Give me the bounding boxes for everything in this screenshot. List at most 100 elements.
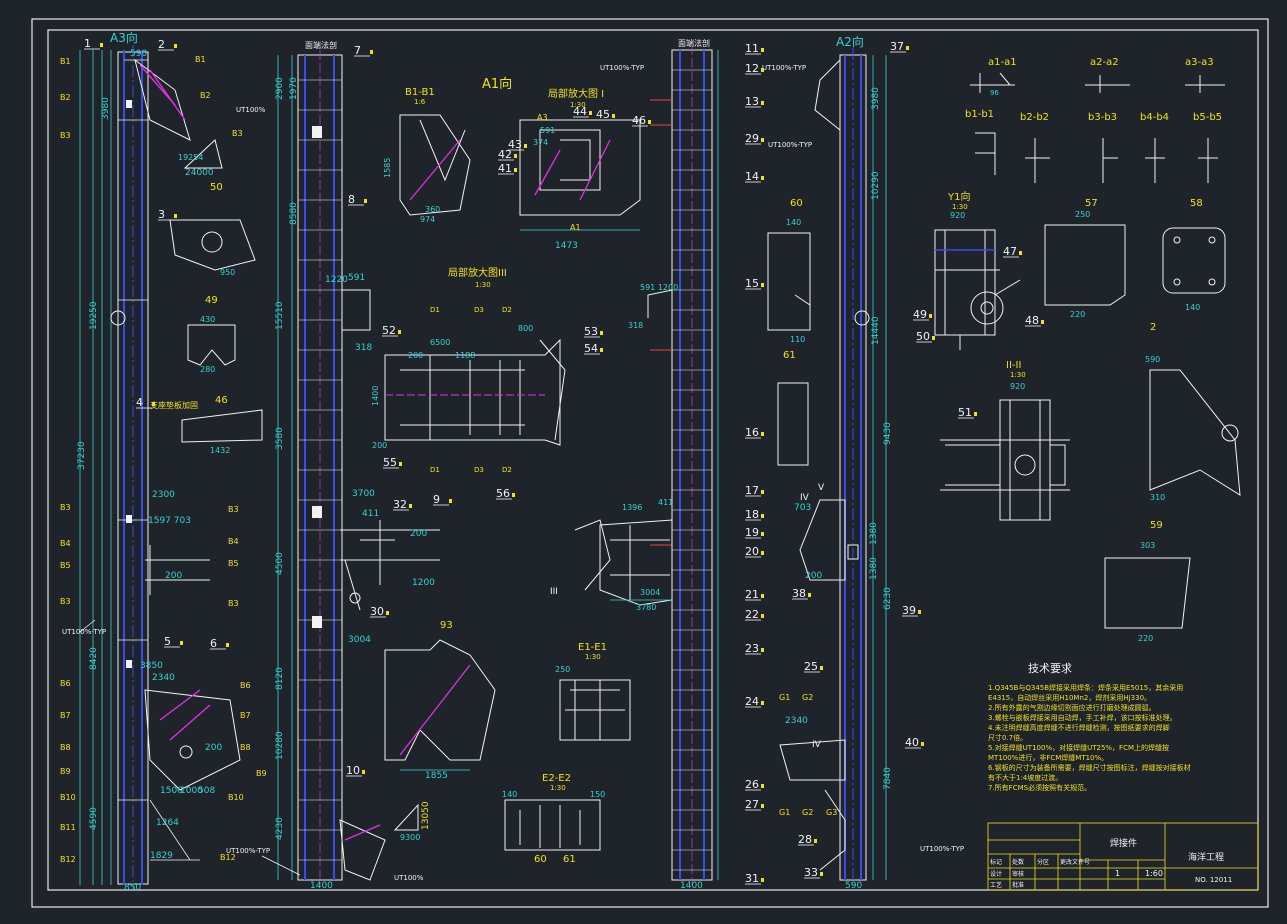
svg-text:61: 61 xyxy=(783,350,796,361)
svg-text:B2: B2 xyxy=(60,93,71,102)
balloon-marker-45 xyxy=(612,114,615,118)
part-59: 59 303 220 xyxy=(1104,520,1191,643)
svg-text:1970: 1970 xyxy=(289,77,299,100)
balloon-marker-8 xyxy=(364,199,367,203)
dim-3980-left: 3980 xyxy=(101,97,111,120)
dim-7840: 7840 xyxy=(883,767,893,790)
balloon-3: 3 xyxy=(158,208,165,221)
svg-text:有不大于1:4坡度过渡。: 有不大于1:4坡度过渡。 xyxy=(988,773,1062,782)
dim-3004-center: 3004 xyxy=(640,588,660,597)
svg-text:200: 200 xyxy=(805,571,822,581)
balloon-marker-46 xyxy=(648,120,651,124)
svg-text:200: 200 xyxy=(165,571,182,581)
balloon-50: 50 xyxy=(916,330,930,343)
svg-text:MT100%进行，非FCM焊缝MT10%。: MT100%进行，非FCM焊缝MT10%。 xyxy=(988,753,1108,762)
part-46: 46 1432 xyxy=(181,395,263,455)
dim-37230: 37230 xyxy=(77,441,87,470)
svg-text:200: 200 xyxy=(410,529,427,539)
balloon-8: 8 xyxy=(348,193,355,206)
balloon-55: 55 xyxy=(383,456,397,469)
weld-note-top: UT100%-TYP xyxy=(600,64,644,72)
balloon-marker-7 xyxy=(370,50,373,54)
balloon-marker-37 xyxy=(906,46,909,50)
svg-text:50: 50 xyxy=(210,182,223,193)
svg-text:UT100%-TYP: UT100%-TYP xyxy=(762,64,806,72)
svg-text:a2-a2: a2-a2 xyxy=(1090,57,1119,68)
svg-text:140: 140 xyxy=(786,218,801,227)
view-face-left-column: 面端法剖 2900 1970 8580 15510 3580 4500 8120… xyxy=(226,40,440,891)
dim-3780: 3780 xyxy=(636,603,656,612)
dim-850: 850 xyxy=(124,883,141,893)
balloon-11: 11 xyxy=(745,42,759,55)
dim-9430: 9430 xyxy=(883,422,893,445)
dim-8420: 8420 xyxy=(89,647,99,670)
balloon-48: 48 xyxy=(1025,314,1039,327)
svg-text:支座垫板加固: 支座垫板加固 xyxy=(150,400,198,410)
balloon-marker-4 xyxy=(152,402,155,406)
detail-1: 局部放大图 I 1:30 1473 591 374 A1 A3 xyxy=(519,87,641,251)
svg-text:5.对接焊缝UT100%，对接焊缝UT25%，FCM上的焊缝: 5.对接焊缝UT100%，对接焊缝UT25%，FCM上的焊缝按 xyxy=(988,743,1169,752)
balloon-marker-30 xyxy=(386,611,389,615)
balloon-28: 28 xyxy=(798,833,812,846)
svg-text:800: 800 xyxy=(518,324,533,333)
part-61: 61 xyxy=(777,350,809,466)
svg-text:57: 57 xyxy=(1085,198,1098,209)
weld-note-left: UT100%-TYP xyxy=(62,628,106,636)
svg-text:B12: B12 xyxy=(60,855,76,864)
balloon-24: 24 xyxy=(745,695,759,708)
svg-text:1000: 1000 xyxy=(180,786,203,796)
svg-text:局部放大图 I: 局部放大图 I xyxy=(548,87,604,100)
balloon-15: 15 xyxy=(745,277,759,290)
svg-text:250: 250 xyxy=(555,665,570,674)
part-triangle-24000: 24000 19254 xyxy=(178,139,223,178)
balloon-marker-16 xyxy=(761,432,764,436)
balloon-12: 12 xyxy=(745,62,759,75)
svg-text:360: 360 xyxy=(425,205,440,214)
svg-text:1:30: 1:30 xyxy=(585,653,601,661)
dim-950: 950 xyxy=(220,268,235,277)
svg-text:D3: D3 xyxy=(474,466,484,474)
svg-text:140: 140 xyxy=(1185,303,1200,312)
view-e2e2: E2-E2 1:30 60 61 140 150 xyxy=(502,773,605,865)
balloon-16: 16 xyxy=(745,426,759,439)
svg-text:703: 703 xyxy=(794,503,811,513)
svg-text:508: 508 xyxy=(198,786,215,796)
svg-text:G2: G2 xyxy=(802,808,813,817)
svg-text:411: 411 xyxy=(362,509,379,519)
svg-text:1380: 1380 xyxy=(869,522,879,545)
balloon-marker-48 xyxy=(1041,320,1044,324)
svg-text:318: 318 xyxy=(628,321,643,330)
svg-text:IV: IV xyxy=(800,493,810,503)
svg-text:303: 303 xyxy=(1140,541,1155,550)
svg-text:UT100%: UT100% xyxy=(394,874,424,882)
balloon-marker-6 xyxy=(226,643,229,647)
svg-text:2: 2 xyxy=(1150,322,1156,333)
balloon-43: 43 xyxy=(508,138,522,151)
svg-text:13050: 13050 xyxy=(421,801,431,830)
balloon-53: 53 xyxy=(584,325,598,338)
svg-text:B10: B10 xyxy=(60,793,76,802)
balloon-marker-56 xyxy=(512,493,515,497)
dim-1432: 1432 xyxy=(210,446,230,455)
svg-text:430: 430 xyxy=(200,315,215,324)
svg-text:处数: 处数 xyxy=(1012,858,1024,866)
part-49: 49 280 430 xyxy=(187,295,236,374)
svg-text:b3-b3: b3-b3 xyxy=(1088,112,1117,123)
svg-text:分区: 分区 xyxy=(1037,858,1049,866)
view-a2-column: A2向 3980 10290 14440 9430 6230 7840 1380… xyxy=(762,34,964,891)
part-13050-triangle: 9300 13050 xyxy=(393,801,431,842)
part-2-gusset: 2 590 310 xyxy=(1145,322,1241,502)
dim-4500: 4500 xyxy=(275,552,285,575)
balloon-44: 44 xyxy=(573,105,587,118)
svg-text:B1: B1 xyxy=(60,57,71,66)
drawing-name: 焊接件 xyxy=(1110,837,1137,849)
svg-text:UT100%: UT100% xyxy=(236,106,266,114)
svg-text:Y1向: Y1向 xyxy=(947,190,970,203)
balloon-marker-3 xyxy=(174,214,177,218)
svg-text:B5: B5 xyxy=(60,561,71,570)
svg-text:1380: 1380 xyxy=(869,557,879,580)
dim-19250: 19250 xyxy=(89,301,99,330)
balloon-38: 38 xyxy=(792,587,806,600)
drawing-number: NO. 12011 xyxy=(1195,876,1232,884)
balloon-marker-27 xyxy=(761,804,764,808)
